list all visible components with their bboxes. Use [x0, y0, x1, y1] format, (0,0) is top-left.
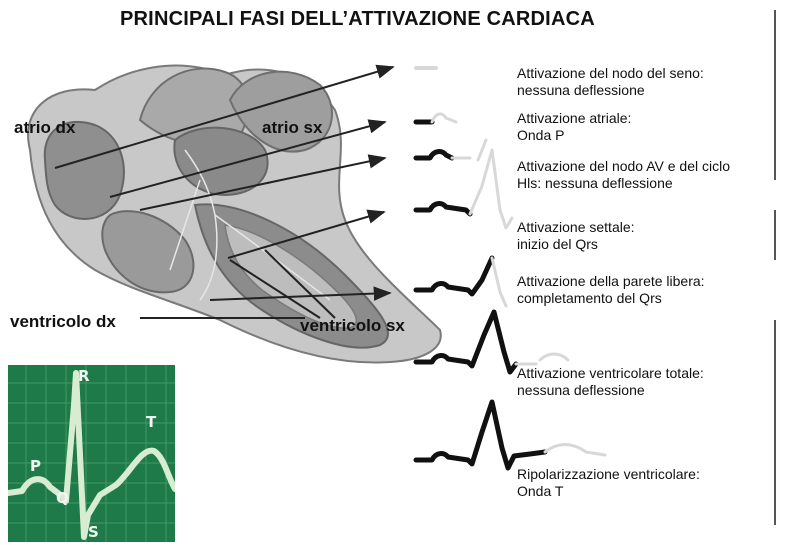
stage-av-node: Attivazione del nodo AV e del ciclo Hls:…	[517, 158, 787, 192]
arrow-av-node	[139, 154, 387, 211]
arrow-vsx-2	[264, 249, 336, 319]
stage-detail: completamento del Qrs	[517, 290, 662, 306]
stage-title: Attivazione del nodo AV e del ciclo	[517, 158, 730, 174]
stage-repolarization: Ripolarizzazione ventricolare: Onda T	[517, 466, 787, 500]
stage-detail: inizio del Qrs	[517, 236, 598, 252]
label-ventricolo-sx: ventricolo sx	[300, 316, 405, 335]
stage-free-wall: Attivazione della parete libera: complet…	[517, 273, 787, 307]
arrow-free-wall	[209, 286, 392, 301]
stage-detail: nessuna deflessione	[517, 382, 645, 398]
ecg-label-r: R	[78, 367, 90, 385]
stage-title: Attivazione della parete libera:	[517, 273, 705, 289]
stage-detail: Onda P	[517, 127, 565, 143]
divider-line-bottom	[774, 320, 776, 525]
ecg-wave-trace	[8, 370, 175, 540]
stage-title: Ripolarizzazione ventricolare:	[517, 466, 700, 482]
label-ventricolo-dx: ventricolo dx	[10, 312, 116, 331]
pointer-arrows	[54, 64, 395, 319]
stage-ventricular-total: Attivazione ventricolare totale: nessuna…	[517, 365, 787, 399]
divider-line-middle	[774, 210, 776, 260]
divider-line-top	[774, 10, 776, 180]
ecg-inset: R T P Q S	[8, 365, 175, 542]
ecg-traces	[413, 66, 607, 471]
trace-septal	[413, 201, 473, 217]
stage-septal: Attivazione settale: inizio del Qrs	[517, 219, 787, 253]
diagram-title: PRINCIPALI FASI DELL’ATTIVAZIONE CARDIAC…	[120, 8, 595, 30]
stage-sinus-node: Attivazione del nodo del seno: nessuna d…	[517, 65, 787, 99]
stage-title: Attivazione atriale:	[517, 110, 632, 126]
arrow-atrial	[109, 119, 387, 198]
label-atrio-sx: atrio sx	[262, 118, 323, 137]
arrow-septal	[227, 209, 386, 259]
trace-ventricular-total	[413, 309, 519, 375]
stage-detail: Hls: nessuna deflessione	[517, 175, 673, 191]
label-atrio-dx: atrio dx	[14, 118, 76, 137]
stage-title: Attivazione del nodo del seno:	[517, 65, 704, 81]
arrow-sinus-node	[54, 64, 395, 169]
trace-av-node	[413, 149, 455, 161]
stage-detail: nessuna deflessione	[517, 82, 645, 98]
trace-repolarization	[413, 399, 548, 471]
stage-detail: Onda T	[517, 483, 564, 499]
ecg-label-t: T	[146, 413, 157, 431]
ecg-label-s: S	[88, 523, 99, 541]
ecg-grid	[8, 365, 175, 542]
ecg-label-q: Q	[56, 489, 69, 507]
trace-free-wall	[413, 255, 495, 297]
ecg-label-p: P	[30, 457, 41, 475]
stage-title: Attivazione settale:	[517, 219, 635, 235]
stage-title: Attivazione ventricolare totale:	[517, 365, 704, 381]
stage-atrial: Attivazione atriale: Onda P	[517, 110, 787, 144]
arrow-vsx-1	[229, 259, 321, 319]
